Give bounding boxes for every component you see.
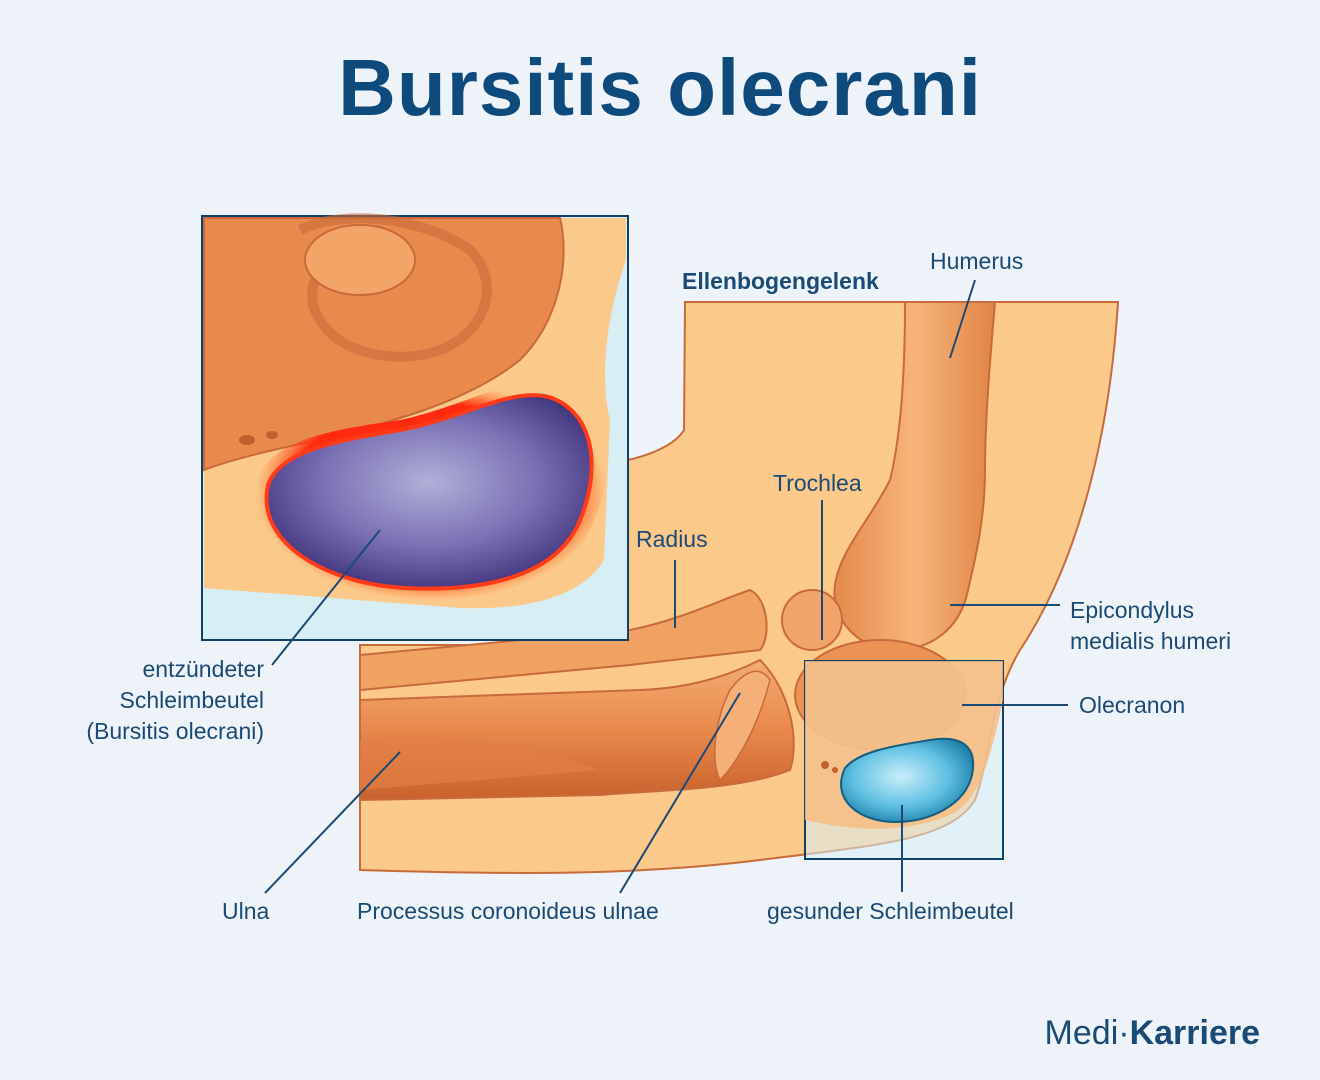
brand-logo: Medi·Karriere bbox=[1044, 1014, 1260, 1052]
leader-ulna bbox=[264, 751, 401, 894]
label-humerus: Humerus bbox=[930, 248, 1024, 274]
logo-part1: Medi bbox=[1044, 1014, 1119, 1052]
label-trochlea: Trochlea bbox=[773, 470, 862, 496]
hole-small-1 bbox=[821, 761, 829, 769]
inflamed-bursa bbox=[264, 393, 594, 591]
leader-coronoid bbox=[619, 692, 741, 894]
hole-small-2 bbox=[832, 767, 838, 773]
page-title: Bursitis olecrani bbox=[338, 43, 982, 132]
section-label: Ellenbogengelenk bbox=[682, 268, 879, 294]
coronoid-process bbox=[714, 670, 771, 782]
leader-bursitis bbox=[271, 529, 381, 666]
inset-curl-center bbox=[304, 224, 416, 296]
inset-bone-curl bbox=[297, 213, 492, 362]
healthy-bursa bbox=[840, 737, 975, 824]
label-coronoid: Processus coronoideus ulnae bbox=[357, 898, 659, 924]
label-epicondylus-line1: Epicondylus bbox=[1070, 597, 1195, 623]
leader-humerus bbox=[949, 279, 976, 359]
label-epicondylus-line2: medialis humeri bbox=[1070, 628, 1232, 654]
label-epicondylus: Epicondylus medialis humeri bbox=[1070, 595, 1231, 657]
label-healthy-bursa: gesunder Schleimbeutel bbox=[767, 898, 1014, 924]
label-olecranon: Olecranon bbox=[1079, 692, 1186, 718]
label-radius: Radius bbox=[636, 526, 708, 552]
leader-lines bbox=[264, 279, 1068, 894]
ulna-lower-bone bbox=[360, 736, 600, 790]
trochlea-shape bbox=[781, 589, 843, 651]
label-bursitis-line3: (Bursitis olecrani) bbox=[86, 718, 264, 744]
inset-hole-1 bbox=[239, 435, 255, 445]
label-bursitis-line1: entzündeter bbox=[142, 656, 264, 682]
label-bursitis-line2: Schleimbeutel bbox=[119, 687, 264, 713]
logo-part2: Karriere bbox=[1129, 1014, 1260, 1052]
inset-bone-upper bbox=[203, 217, 565, 472]
label-bursitis: entzündeter Schleimbeutel (Bursitis olec… bbox=[60, 654, 264, 747]
inset-hole-2 bbox=[266, 431, 278, 439]
label-ulna: Ulna bbox=[222, 898, 270, 924]
